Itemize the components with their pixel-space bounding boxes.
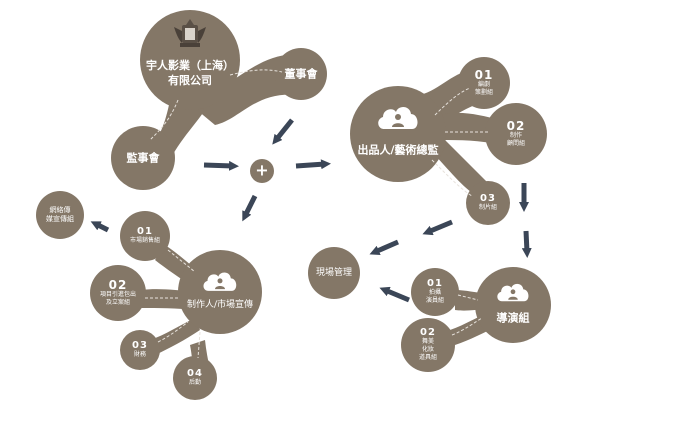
producer-sub-03: 03 制片組 [479, 194, 497, 212]
network-media-label: 網絡傳 媒宣傳組 [46, 206, 74, 224]
marketing-sub-03-line1: 財務 [133, 351, 147, 358]
director-node [475, 267, 551, 343]
company-connector-shape [185, 54, 300, 125]
producer-sub-03-number: 03 [480, 193, 496, 204]
arrow-icon [242, 194, 258, 222]
crest-logo-icon [170, 17, 210, 53]
director-group [401, 267, 551, 372]
producer-sub-03-line1: 制片組 [478, 204, 498, 211]
director-sub-01: 01 拍攝 演員組 [426, 279, 444, 305]
director-sub-01-node [411, 268, 459, 316]
marketing-sub-01-number: 01 [137, 226, 153, 237]
producer-sub-02: 02 制作 顧問組 [507, 120, 526, 148]
director-sub-01-line2: 演員組 [425, 297, 445, 304]
connector-dash [431, 159, 473, 197]
marketing-title: 制作人/市場宣傳 [186, 300, 254, 310]
producer-sub-02-node [485, 103, 547, 165]
arrow-icon [295, 159, 331, 170]
marketing-sub-04-line1: 后勤 [188, 379, 202, 386]
arrow-icon [203, 160, 239, 171]
arrow-icon [90, 221, 110, 233]
producer-sub-01-number: 01 [474, 68, 494, 82]
producer-sub-01-node [458, 57, 510, 109]
arrow-icon [369, 239, 399, 255]
marketing-group [90, 211, 262, 400]
producer-sub-02-line1: 制作 [509, 132, 523, 139]
connector-dash [451, 317, 483, 336]
arrow-icon [272, 118, 294, 145]
producer-title: 出品人/藝術總監 [357, 143, 439, 157]
supervisors-label: 監事會 [126, 151, 160, 165]
producer-connector-shape-2 [440, 112, 500, 145]
supervisors-node [111, 126, 175, 190]
producer-connector-shape-3 [430, 140, 490, 195]
director-sub-02: 02 舞美 化妝 道具組 [419, 328, 437, 362]
connector-dash [457, 294, 479, 301]
arrow-icon [521, 230, 532, 258]
director-sub-02-line3: 道具組 [418, 354, 438, 361]
director-title: 導演組 [496, 311, 530, 325]
network-media-line2: 媒宣傳組 [46, 215, 74, 223]
connector-dash [434, 87, 471, 116]
marketing-connector-shape-3 [150, 318, 200, 355]
marketing-sub-02: 02 項目引進包出 及立案組 [100, 279, 136, 307]
marketing-sub-03-node [120, 330, 160, 370]
company-group [111, 10, 327, 190]
connector-dash [229, 69, 283, 76]
marketing-sub-01-node [120, 211, 170, 261]
marketing-sub-04: 04 后勤 [187, 369, 203, 387]
arrow-icon [379, 286, 410, 303]
plus-node [250, 159, 274, 183]
marketing-node [178, 250, 262, 334]
producer-sub-02-line2: 顧問組 [506, 140, 526, 147]
marketing-sub-02-line1: 項目引進包出 [99, 291, 137, 298]
plus-icon: + [255, 160, 269, 180]
producer-sub-01-line2: 策劃組 [474, 89, 494, 96]
producer-group [350, 57, 547, 225]
connector-dash [197, 331, 201, 359]
director-sub-01-number: 01 [427, 278, 443, 289]
director-sub-02-line1: 舞美 [421, 338, 435, 345]
marketing-sub-02-number: 02 [108, 278, 128, 292]
producer-sub-03-node [466, 181, 510, 225]
board-node [275, 48, 327, 100]
marketing-sub-01: 01 市場銷售組 [130, 227, 160, 245]
marketing-sub-04-number: 04 [187, 368, 203, 379]
board-label: 董事會 [284, 67, 318, 81]
director-sub-02-line2: 化妝 [421, 346, 435, 353]
cloud-person-icon [200, 268, 240, 297]
marketing-sub-02-line2: 及立案組 [105, 299, 131, 306]
network-media-node [36, 191, 84, 239]
company-node [140, 10, 240, 110]
company-label: 宇人影業（上海） 有限公司 [146, 58, 234, 88]
director-sub-02-node [401, 318, 455, 372]
arrows [90, 118, 532, 303]
marketing-sub-02-node [90, 265, 146, 321]
company-line1: 宇人影業（上海） [146, 59, 234, 72]
network-media-line1: 網絡傳 [49, 206, 71, 214]
director-sub-01-line1: 拍攝 [428, 289, 442, 296]
marketing-sub-03-number: 03 [132, 340, 148, 351]
site-management-label: 現場管理 [315, 268, 353, 278]
marketing-sub-04-node [173, 356, 217, 400]
connector-dash [149, 99, 179, 141]
company-line2: 有限公司 [168, 74, 212, 87]
producer-sub-01: 01 編劇 策劃組 [475, 69, 494, 97]
director-sub-02-number: 02 [420, 327, 436, 338]
marketing-sub-03: 03 財務 [132, 341, 148, 359]
producer-sub-01-line1: 編劇 [477, 81, 491, 88]
site-management-node [308, 247, 360, 299]
producer-sub-02-number: 02 [506, 119, 526, 133]
marketing-sub-01-line1: 市場銷售組 [129, 237, 161, 244]
cloud-person-icon [494, 279, 532, 307]
connector-dash [167, 249, 196, 273]
arrow-icon [422, 219, 453, 236]
producer-node [350, 86, 446, 182]
cloud-person-icon [374, 101, 422, 135]
